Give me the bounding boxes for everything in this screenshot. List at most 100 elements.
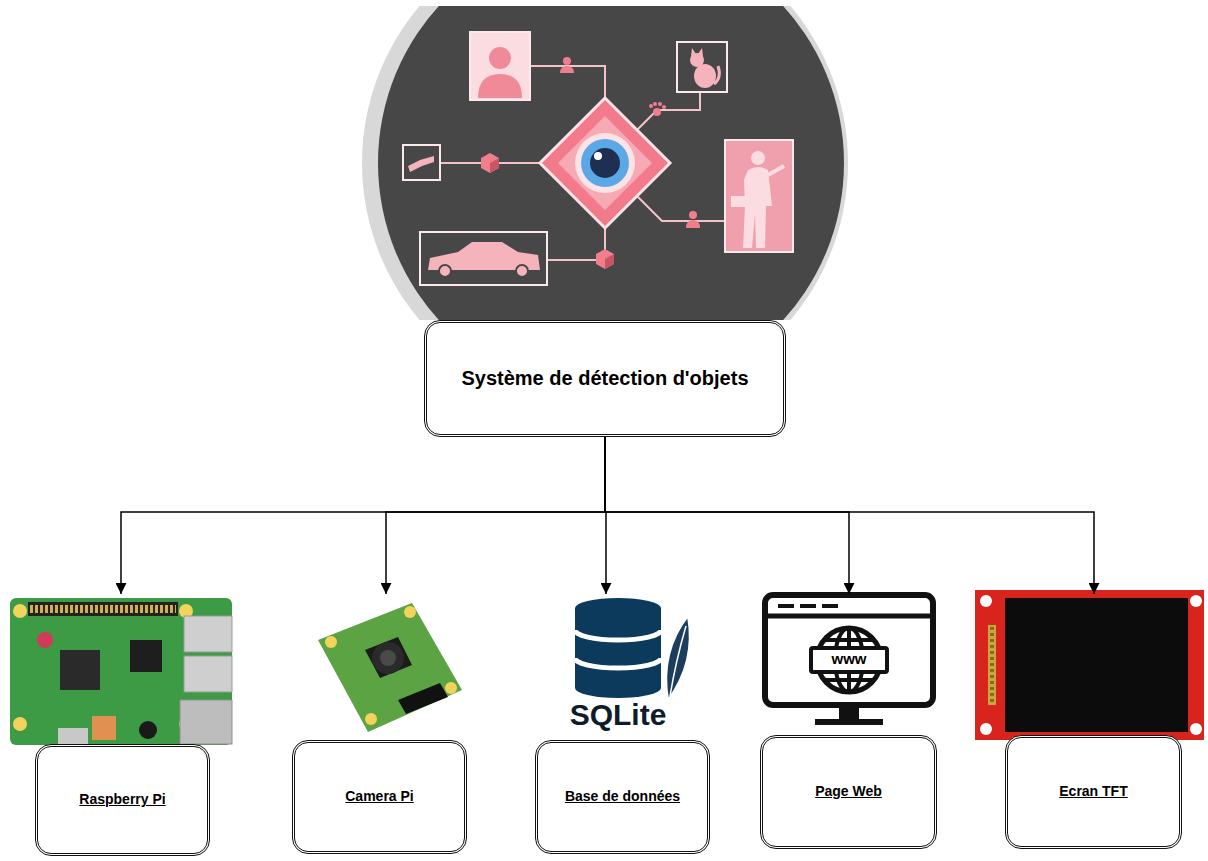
database-icon-part	[575, 678, 661, 698]
label-box: Ecran TFT	[1005, 735, 1182, 849]
detection-illustration-part	[478, 74, 522, 98]
tft-screen-part	[980, 723, 992, 735]
raspberry-pi-board-part	[180, 700, 232, 744]
raspberry-pi-board	[10, 598, 232, 745]
tft-screen-part	[975, 590, 1204, 740]
detection-illustration-part	[530, 66, 605, 98]
raspberry-pi-board-part	[28, 602, 178, 616]
detection-illustration-part	[408, 156, 434, 172]
detection-illustration-part	[590, 148, 620, 178]
tft-screen-part	[1190, 723, 1202, 735]
tft-screen-part	[980, 595, 992, 607]
detection-illustration-part	[605, 254, 614, 269]
node-label: Ecran TFT	[1059, 783, 1127, 801]
detection-illustration-part	[403, 145, 440, 180]
detection-illustration-part	[725, 140, 793, 252]
database-icon-part	[575, 658, 661, 668]
web-page-icon-part	[800, 604, 816, 608]
detection-illustration-part	[686, 220, 700, 228]
node-label: Raspberry Pi	[79, 791, 165, 809]
component-node: Camera Pi	[290, 594, 470, 854]
detection-illustration-part	[689, 211, 697, 219]
label-box: Page Web	[760, 735, 937, 849]
tft-screen-part	[990, 627, 994, 703]
node-label: Page Web	[815, 783, 882, 801]
raspberry-pi-board-part	[30, 605, 176, 613]
web-page-icon-part	[822, 604, 838, 608]
web-page-icon-part	[839, 705, 859, 719]
detection-illustration-part	[649, 102, 666, 116]
web-page-icon-part	[765, 614, 933, 619]
connector-arrow	[386, 437, 605, 594]
node-label: Base de données	[565, 788, 680, 806]
detection-illustration-part	[662, 105, 666, 109]
web-page-icon-part	[765, 595, 933, 705]
raspberry-pi-board-part	[58, 728, 88, 744]
node-label: Camera Pi	[345, 788, 413, 806]
raspberry-pi-board-part	[10, 598, 232, 745]
label-box: Raspberry Pi	[35, 744, 210, 856]
label-box: Base de données	[535, 740, 710, 854]
detection-illustration-part	[658, 102, 662, 106]
label-box: Camera Pi	[292, 740, 467, 854]
raspberry-pi-board-part	[184, 616, 232, 652]
detection-illustration-part	[558, 116, 652, 210]
detection-illustration-part	[694, 64, 716, 88]
camera-module-part	[318, 603, 462, 732]
component-node: Ecran TFT	[972, 594, 1206, 849]
detection-illustration-part	[378, 6, 844, 320]
raspberry-pi-board-part	[60, 650, 100, 690]
logo-text: SQLite	[543, 697, 693, 733]
detection-illustration-part	[420, 232, 547, 285]
detection-illustration-part	[439, 265, 451, 277]
detection-illustration-part	[743, 167, 772, 248]
database-icon-part	[575, 608, 661, 688]
component-node: Raspberry Pi	[8, 594, 236, 856]
detection-illustration-part	[362, 6, 848, 320]
camera-module-part	[325, 636, 337, 648]
detection-illustration-part	[489, 47, 511, 69]
raspberry-pi-board-part	[92, 716, 116, 740]
detection-illustration-part	[751, 151, 765, 165]
database-icon	[575, 598, 690, 700]
detection-illustration-part	[581, 139, 629, 187]
detection-illustration-part	[637, 92, 700, 130]
camera-module-part	[372, 642, 404, 674]
detection-illustration-part	[691, 48, 703, 56]
camera-module-part	[404, 606, 416, 618]
tft-screen	[975, 590, 1204, 740]
detection-illustration-part	[560, 66, 574, 73]
raspberry-pi-board-part	[37, 632, 53, 648]
connector-arrow	[605, 437, 1094, 594]
camera-module	[318, 603, 462, 732]
detection-illustration-part	[731, 196, 747, 207]
web-page-icon-part	[825, 678, 873, 682]
database-icon-part	[670, 626, 686, 696]
raspberry-pi-board-part	[13, 604, 27, 618]
raspberry-pi-board-part	[184, 656, 232, 692]
detection-illustration-part	[516, 265, 528, 277]
detection-illustration-part	[653, 108, 661, 116]
camera-module-part	[398, 683, 448, 714]
detection-illustration-part	[575, 133, 635, 193]
tft-screen-part	[1190, 595, 1202, 607]
tft-screen-part	[1005, 598, 1188, 732]
camera-module-part	[365, 713, 377, 725]
database-icon-part	[575, 598, 661, 618]
web-page-icon-part	[825, 638, 873, 642]
tft-screen-part	[988, 625, 996, 705]
web-page-icon-part	[811, 648, 887, 672]
detection-illustration-part	[563, 57, 571, 65]
detection-illustration-part	[596, 249, 614, 269]
database-icon-part	[666, 616, 690, 700]
detection-illustration-part	[714, 66, 719, 84]
detection-illustration-part	[470, 32, 530, 100]
detection-illustration-part	[637, 196, 725, 221]
detection-illustration-part	[540, 98, 670, 228]
web-page-icon-part	[815, 719, 883, 725]
raspberry-pi-board-part	[13, 717, 27, 731]
icon-text: www	[813, 650, 885, 668]
detection-illustration-part	[481, 153, 499, 173]
web-page-icon	[765, 595, 933, 722]
